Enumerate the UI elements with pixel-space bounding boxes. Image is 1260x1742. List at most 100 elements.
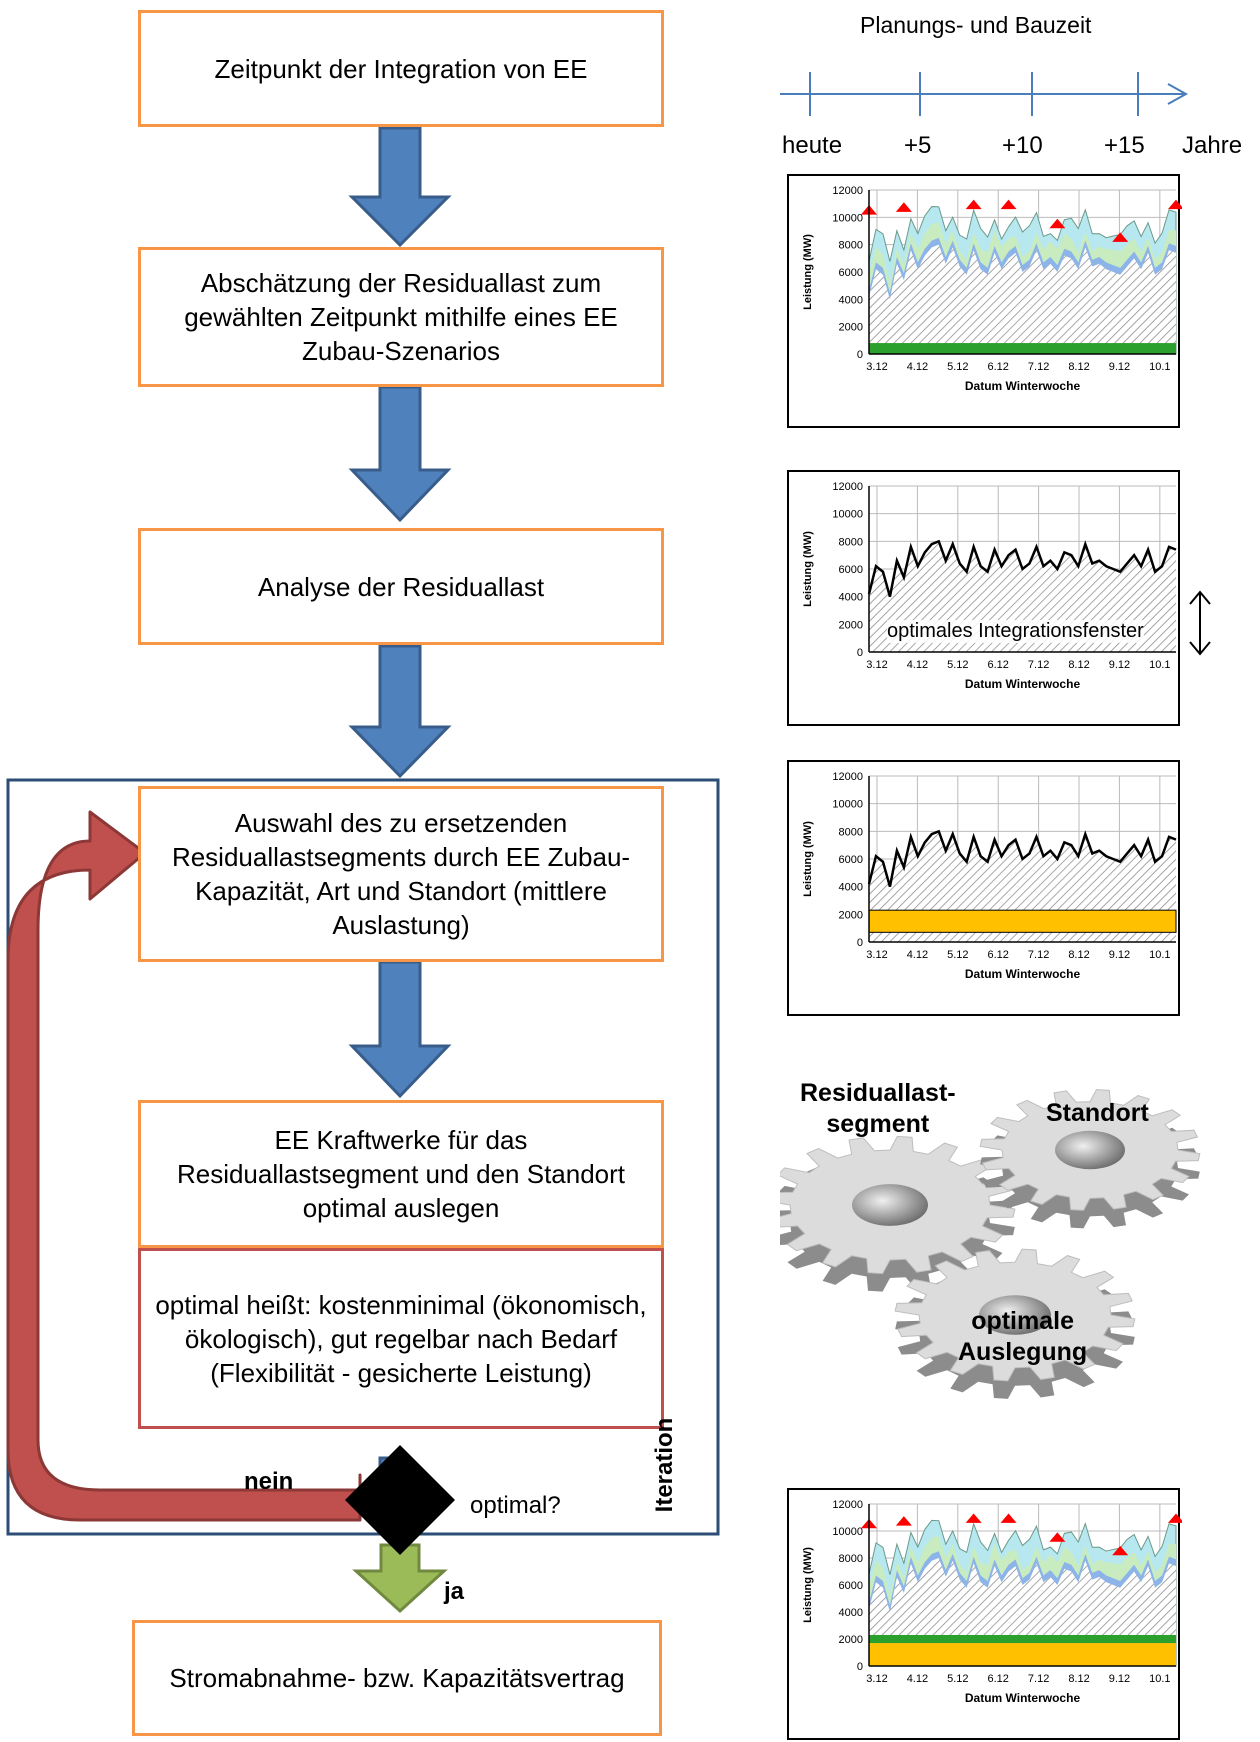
x-tick-label: 9.12	[1109, 1673, 1130, 1685]
y-tick-label: 0	[857, 349, 863, 361]
x-tick-label: 8.12	[1068, 1673, 1089, 1685]
x-tick-label: 7.12	[1028, 361, 1049, 373]
x-tick-label: 5.12	[947, 361, 968, 373]
y-tick-label: 4000	[839, 1607, 863, 1619]
y-tick-label: 8000	[839, 826, 863, 838]
step-residual-analysis-text: Analyse der Residuallast	[257, 571, 545, 602]
y-tick-label: 4000	[839, 882, 863, 894]
x-tick-label: 10.1	[1149, 949, 1170, 961]
x-tick-label: 6.12	[988, 361, 1009, 373]
integration-window-label: optimales Integrationsfenster	[887, 620, 1144, 643]
double-arrow-icon	[1189, 590, 1211, 656]
x-tick-label: 9.12	[1109, 361, 1130, 373]
x-tick-label: 3.12	[866, 361, 887, 373]
curtailment-peak	[1049, 1532, 1066, 1542]
y-tick-label: 10000	[832, 509, 863, 521]
decision-label: optimal?	[470, 1492, 561, 1519]
x-tick-label: 9.12	[1109, 949, 1130, 961]
curtailment-peak	[895, 202, 912, 212]
x-tick-label: 4.12	[907, 659, 928, 671]
selected-segment-band	[868, 909, 1177, 933]
x-tick-label: 5.12	[947, 1673, 968, 1685]
x-tick-label: 10.1	[1149, 361, 1170, 373]
curtailment-peak	[1000, 1513, 1017, 1523]
y-tick-label: 12000	[832, 771, 863, 783]
timeline-tick-3: +15	[1104, 132, 1145, 159]
x-axis-label: Datum Winterwoche	[965, 677, 1081, 691]
step-residual-estimate-text: Abschätzung der Residuallast zum gewählt…	[184, 268, 618, 366]
residual-load-area	[869, 244, 1176, 354]
timeline-tick-2: +10	[1002, 132, 1043, 159]
gear-label-location: Standort	[1046, 1099, 1149, 1127]
step-contract-text: Stromabnahme- bzw. Kapazitätsvertrag	[169, 1663, 625, 1693]
curtailment-peak	[965, 199, 982, 210]
step-contract: Stromabnahme- bzw. Kapazitätsvertrag	[132, 1620, 662, 1736]
y-tick-label: 6000	[839, 1580, 863, 1592]
gear-residual-hole	[852, 1184, 928, 1226]
y-tick-label: 10000	[832, 1526, 863, 1538]
new-renewable-band	[869, 1643, 1176, 1666]
gear-label-design: optimale Auslegung	[958, 1307, 1088, 1366]
down-arrow-4	[348, 960, 452, 1099]
step-segment-selection: Auswahl des zu ersetzenden Residuallasts…	[138, 786, 664, 962]
x-tick-label: 5.12	[947, 659, 968, 671]
timeline-unit: Jahre	[1182, 132, 1243, 159]
x-tick-label: 8.12	[1068, 949, 1089, 961]
timeline-title: Planungs- und Bauzeit	[860, 12, 1092, 38]
gear-label-residual: Residuallast- segment	[800, 1079, 956, 1138]
timeline-tick-0: heute	[782, 132, 843, 159]
x-tick-label: 10.1	[1149, 1673, 1170, 1685]
gears-illustration	[780, 1089, 1201, 1399]
y-tick-label: 0	[857, 1661, 863, 1673]
x-tick-label: 8.12	[1068, 659, 1089, 671]
x-axis-label: Datum Winterwoche	[965, 967, 1081, 981]
step-residual-estimate: Abschätzung der Residuallast zum gewählt…	[138, 247, 664, 387]
x-axis-label: Datum Winterwoche	[965, 379, 1081, 393]
yes-arrow	[352, 1543, 448, 1614]
y-tick-label: 4000	[839, 294, 863, 306]
curtailment-peak	[895, 1516, 912, 1526]
optimal-definition-note: optimal heißt: kostenminimal (ökonomisch…	[138, 1248, 664, 1429]
curtailment-peak	[1000, 199, 1017, 210]
y-tick-label: 2000	[839, 909, 863, 921]
x-tick-label: 6.12	[988, 949, 1009, 961]
timeline-tick-1: +5	[904, 132, 932, 159]
x-tick-label: 4.12	[907, 361, 928, 373]
step-integration-time-text: Zeitpunkt der Integration von EE	[214, 53, 588, 84]
step-residual-analysis: Analyse der Residuallast	[138, 528, 664, 645]
y-tick-label: 6000	[839, 564, 863, 576]
residual-load-line	[867, 539, 1177, 598]
x-tick-label: 3.12	[866, 949, 887, 961]
x-axis-label: Datum Winterwoche	[965, 1691, 1081, 1705]
y-tick-label: 12000	[832, 185, 863, 197]
no-label: nein	[244, 1468, 294, 1495]
step-plant-design: EE Kraftwerke für das Residuallastsegmen…	[138, 1100, 664, 1248]
loop-back-arrow	[6, 810, 362, 1522]
curtailment-peak	[965, 1513, 982, 1523]
y-tick-label: 2000	[839, 322, 863, 334]
step-integration-time: Zeitpunkt der Integration von EE	[138, 10, 664, 127]
decision-diamond	[345, 1445, 455, 1555]
iteration-label: Iteration	[651, 1417, 678, 1513]
x-tick-label: 4.12	[907, 1673, 928, 1685]
down-arrow-2	[348, 385, 452, 523]
y-tick-label: 2000	[839, 1634, 863, 1646]
y-tick-label: 8000	[839, 536, 863, 548]
curtailment-peak	[1168, 1513, 1182, 1523]
base-renewable-band	[869, 1634, 1176, 1644]
x-tick-label: 6.12	[988, 659, 1009, 671]
x-tick-label: 8.12	[1068, 361, 1089, 373]
x-tick-label: 9.12	[1109, 659, 1130, 671]
timeline	[780, 72, 1189, 116]
step-segment-selection-text: Auswahl des zu ersetzenden Residuallasts…	[171, 808, 631, 940]
y-tick-label: 4000	[839, 592, 863, 604]
x-tick-label: 7.12	[1028, 1673, 1049, 1685]
y-axis-label: Leistung (MW)	[802, 821, 814, 897]
y-tick-label: 6000	[839, 267, 863, 279]
y-tick-label: 12000	[832, 1499, 863, 1511]
y-tick-label: 10000	[832, 212, 863, 224]
